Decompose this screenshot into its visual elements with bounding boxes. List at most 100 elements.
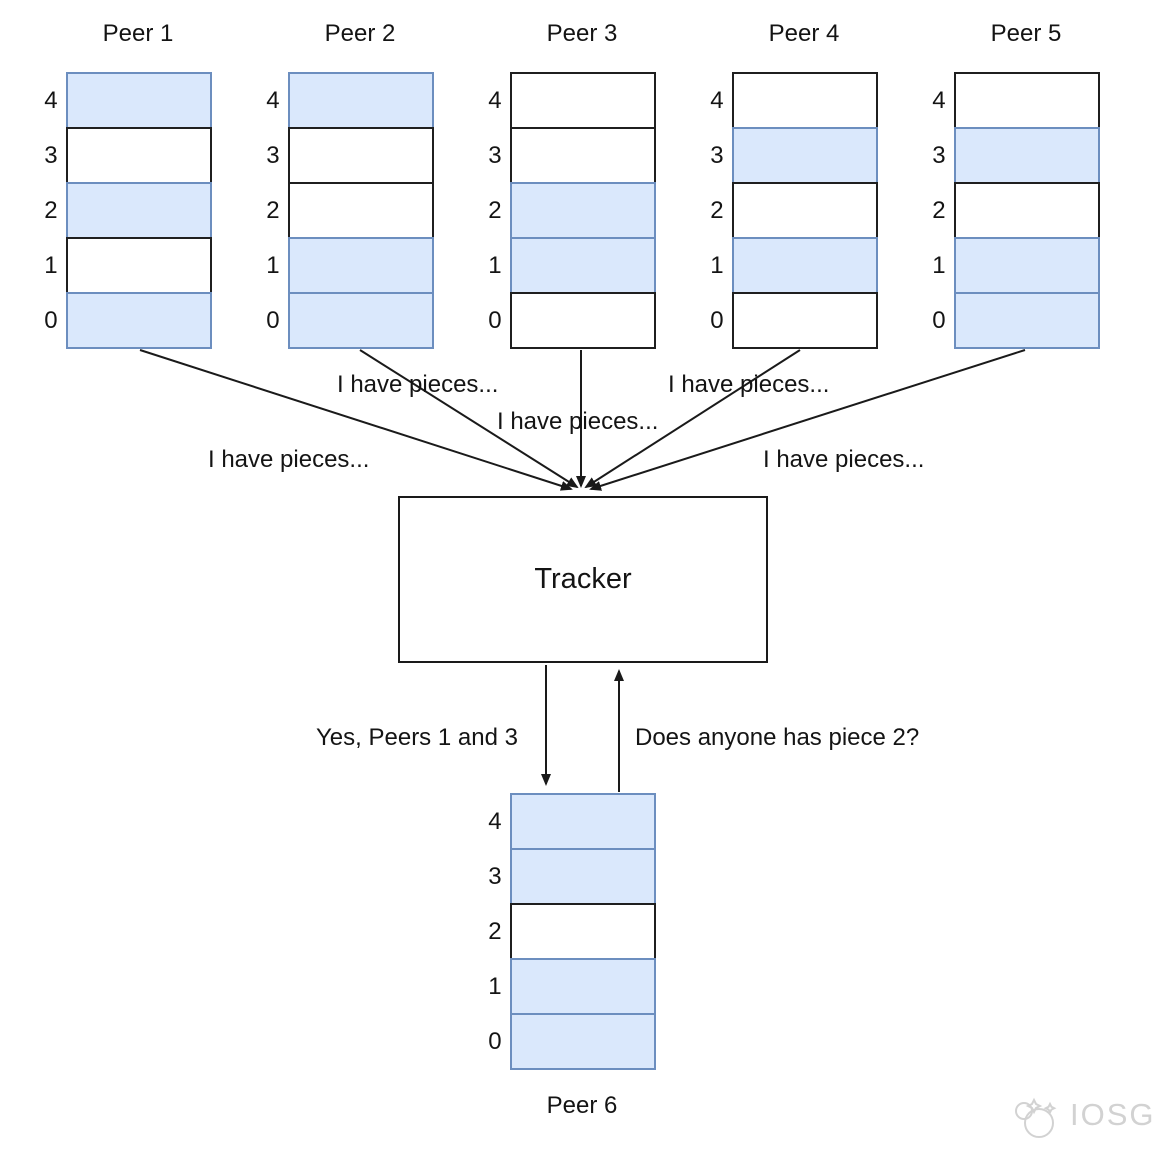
piece-index-label: 1 <box>488 251 502 279</box>
peer-2-title: Peer 2 <box>324 20 396 47</box>
peer-5-piece-2 <box>953 182 1100 239</box>
query-label: Does anyone has piece 2? <box>635 724 920 751</box>
piece-index-label: 3 <box>932 141 946 169</box>
peer-6-row-0: 0 <box>468 1013 656 1070</box>
peer-1-row-1: 1 <box>24 237 212 294</box>
peer-1-piece-4 <box>65 72 212 129</box>
peer-4-piece-4 <box>731 72 878 129</box>
peer-1-piece-2 <box>65 182 212 239</box>
piece-index-label: 1 <box>932 251 946 279</box>
peer-4-row-4: 4 <box>690 72 878 129</box>
announce-label-peer-3: I have pieces... <box>497 408 659 435</box>
peer-3-row-0: 0 <box>468 292 656 349</box>
piece-index-label: 0 <box>488 1027 502 1055</box>
piece-index-label: 2 <box>710 196 724 224</box>
piece-index-label: 1 <box>710 251 724 279</box>
peer-6-piece-0 <box>509 1013 656 1070</box>
piece-index-label: 4 <box>44 86 58 114</box>
piece-index-label: 1 <box>266 251 280 279</box>
peer-2-piece-0 <box>287 292 434 349</box>
peer-5-piece-4 <box>953 72 1100 129</box>
peer-3-row-4: 4 <box>468 72 656 129</box>
piece-index-label: 4 <box>710 86 724 114</box>
watermark-text: IOSG <box>1070 1097 1156 1132</box>
peer-3-row-3: 3 <box>468 127 656 184</box>
peer-2-row-2: 2 <box>246 182 434 239</box>
peer-6-piece-1 <box>509 958 656 1015</box>
piece-index-label: 1 <box>488 972 502 1000</box>
peer-6-row-2: 2 <box>468 903 656 960</box>
peer-6-piece-3 <box>509 848 656 905</box>
piece-index-label: 3 <box>710 141 724 169</box>
peer-5-row-3: 3 <box>912 127 1100 184</box>
peer-1-piece-1 <box>65 237 212 294</box>
announce-label-peer-2: I have pieces... <box>337 371 499 398</box>
reply-label: Yes, Peers 1 and 3 <box>316 724 518 751</box>
peer-3-piece-3 <box>509 127 656 184</box>
piece-index-label: 3 <box>44 141 58 169</box>
piece-index-label: 2 <box>44 196 58 224</box>
peer-4-stack: 4 3 2 1 0 <box>690 72 878 349</box>
peer-4-row-0: 0 <box>690 292 878 349</box>
peer-3-piece-0 <box>509 292 656 349</box>
peer-1-row-2: 2 <box>24 182 212 239</box>
piece-index-label: 2 <box>266 196 280 224</box>
piece-index-label: 4 <box>932 86 946 114</box>
tracker-box: Tracker <box>398 496 768 663</box>
peer-1-title: Peer 1 <box>102 20 174 47</box>
peer-6-row-1: 1 <box>468 958 656 1015</box>
announce-label-peer-5: I have pieces... <box>763 446 925 473</box>
peer-3-stack: 4 3 2 1 0 <box>468 72 656 349</box>
peer-6-piece-4 <box>509 793 656 850</box>
peer-5-piece-1 <box>953 237 1100 294</box>
piece-index-label: 4 <box>488 86 502 114</box>
peer-1-row-4: 4 <box>24 72 212 129</box>
peer-2-piece-1 <box>287 237 434 294</box>
peer-1-piece-3 <box>65 127 212 184</box>
peer-1-stack: 4 3 2 1 0 <box>24 72 212 349</box>
piece-index-label: 1 <box>44 251 58 279</box>
announce-label-peer-1: I have pieces... <box>208 446 370 473</box>
piece-index-label: 3 <box>488 862 502 890</box>
peer-2-stack: 4 3 2 1 0 <box>246 72 434 349</box>
peer-1-row-3: 3 <box>24 127 212 184</box>
peer-2-piece-3 <box>287 127 434 184</box>
peer-3-row-2: 2 <box>468 182 656 239</box>
iosg-logo-icon <box>1015 1097 1057 1138</box>
peer-4-piece-1 <box>731 237 878 294</box>
piece-index-label: 0 <box>710 306 724 334</box>
peer-5-piece-0 <box>953 292 1100 349</box>
tracker-label: Tracker <box>534 563 632 595</box>
peer-6-stack: 4 3 2 1 0 <box>468 793 656 1070</box>
peer-5-row-4: 4 <box>912 72 1100 129</box>
peer-4-title: Peer 4 <box>768 20 840 47</box>
peer-3-title: Peer 3 <box>546 20 618 47</box>
peer-1-piece-0 <box>65 292 212 349</box>
peer-5-piece-3 <box>953 127 1100 184</box>
peer-4-piece-0 <box>731 292 878 349</box>
peer-3-piece-1 <box>509 237 656 294</box>
peer-3-piece-2 <box>509 182 656 239</box>
piece-index-label: 0 <box>266 306 280 334</box>
piece-index-label: 0 <box>44 306 58 334</box>
watermark: IOSG <box>1012 1088 1156 1142</box>
peer-4-row-1: 1 <box>690 237 878 294</box>
peer-4-row-3: 3 <box>690 127 878 184</box>
peer-4-piece-2 <box>731 182 878 239</box>
peer-6-title: Peer 6 <box>546 1092 618 1119</box>
peer-4-piece-3 <box>731 127 878 184</box>
peer-6-row-3: 3 <box>468 848 656 905</box>
piece-index-label: 3 <box>488 141 502 169</box>
piece-index-label: 2 <box>932 196 946 224</box>
piece-index-label: 3 <box>266 141 280 169</box>
peer-3-row-1: 1 <box>468 237 656 294</box>
piece-index-label: 2 <box>488 196 502 224</box>
peer-2-row-3: 3 <box>246 127 434 184</box>
peer-5-stack: 4 3 2 1 0 <box>912 72 1100 349</box>
piece-index-label: 4 <box>266 86 280 114</box>
peer-5-row-2: 2 <box>912 182 1100 239</box>
peer-6-piece-2 <box>509 903 656 960</box>
peer-2-row-4: 4 <box>246 72 434 129</box>
peer-6-row-4: 4 <box>468 793 656 850</box>
